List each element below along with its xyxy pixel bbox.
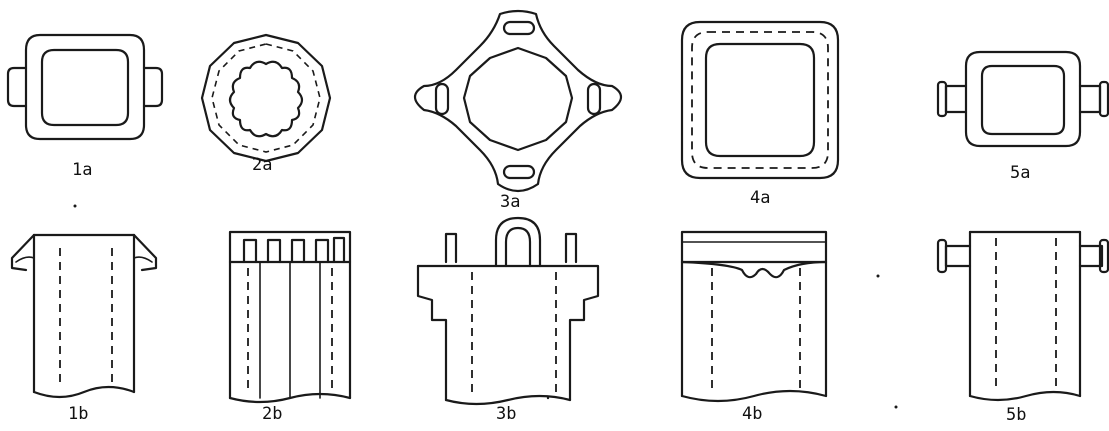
figure-3a-top-view <box>413 9 623 193</box>
figure-2b-side-view <box>228 230 352 404</box>
label-3b: 3b <box>496 404 517 424</box>
label-1a: 1a <box>72 160 93 180</box>
figure-1a-top-view <box>6 33 164 141</box>
label-4b: 4b <box>742 404 763 424</box>
figure-3b-side-view <box>416 216 600 406</box>
scan-speck <box>894 405 898 409</box>
figure-4b-side-view <box>680 230 828 403</box>
label-2b: 2b <box>262 404 283 424</box>
figure-5b-side-view <box>936 230 1109 402</box>
label-5b: 5b <box>1006 405 1027 425</box>
label-4a: 4a <box>750 188 771 208</box>
label-1b: 1b <box>68 404 89 424</box>
label-3a: 3a <box>500 192 521 212</box>
label-5a: 5a <box>1010 163 1031 183</box>
figure-2a-top-view <box>200 33 332 163</box>
scan-speck <box>876 274 880 278</box>
scan-speck <box>73 204 77 208</box>
scan-speck <box>546 396 550 400</box>
figure-4a-top-view <box>680 20 840 180</box>
figure-1b-side-view <box>10 233 158 399</box>
figure-5a-top-view <box>936 50 1109 148</box>
label-2a: 2a <box>252 155 273 175</box>
